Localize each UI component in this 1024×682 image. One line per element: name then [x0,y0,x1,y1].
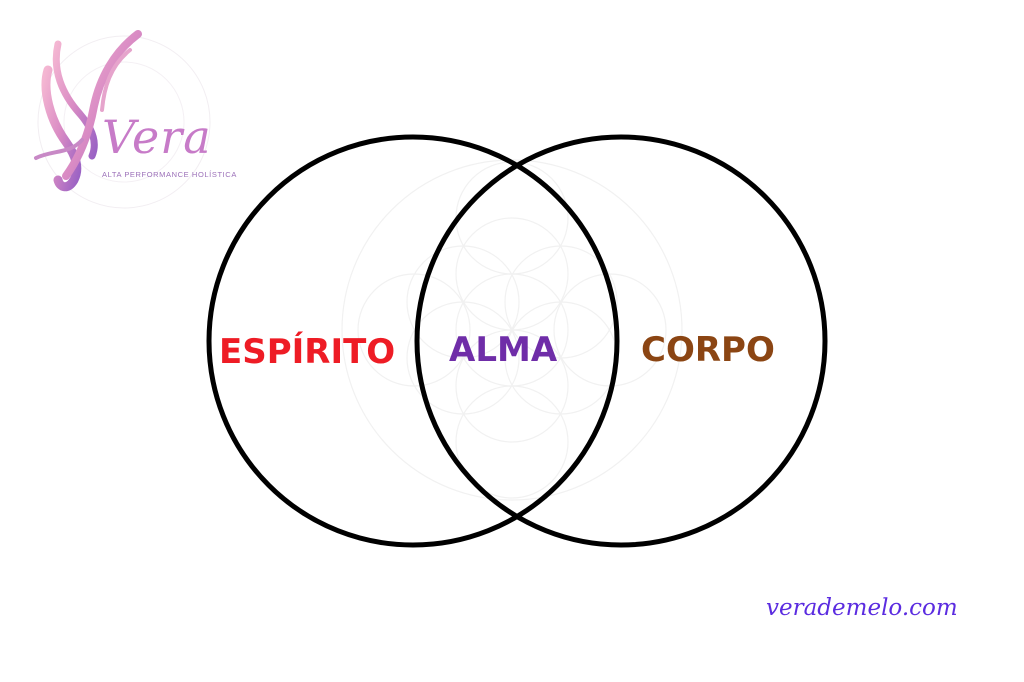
logo-tagline: ALTA PERFORMANCE HOLÍSTICA [102,170,237,179]
spirit-label: ESPÍRITO [219,332,396,372]
right-circle [414,134,828,548]
left-circle [206,134,620,548]
butterfly-wing-icon [34,30,211,209]
vera-logo[interactable]: Vera ALTA PERFORMANCE HOLÍSTICA [22,30,236,210]
website-link[interactable]: verademelo.com [766,595,958,621]
soul-label: ALMA [449,330,558,370]
logo-wordmark: Vera [102,110,212,164]
body-label: CORPO [641,330,775,370]
